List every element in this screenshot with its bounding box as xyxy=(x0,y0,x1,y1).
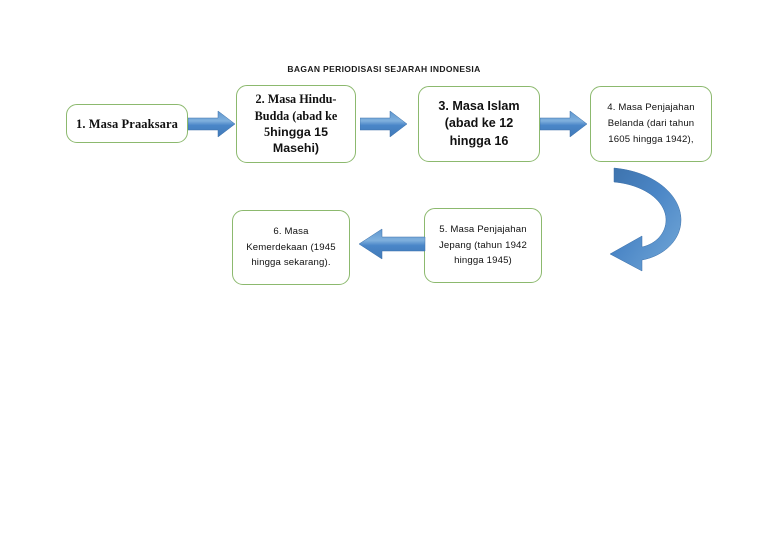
flow-node-2-label-sans-part: hingga 15 Masehi) xyxy=(270,124,328,156)
flow-node-5-masa-penjajahan-jepang[interactable]: 5. Masa Penjajahan Jepang (tahun 1942 hi… xyxy=(424,208,542,283)
flow-node-2-masa-hindu-budda[interactable]: 2. Masa Hindu- Budda (abad ke 5hingga 15… xyxy=(236,85,356,163)
flow-node-4-masa-penjajahan-belanda[interactable]: 4. Masa Penjajahan Belanda (dari tahun 1… xyxy=(590,86,712,162)
flow-node-3-masa-islam[interactable]: 3. Masa Islam (abad ke 12 hingga 16 xyxy=(418,86,540,162)
arrow-right-icon-node3-to-node4 xyxy=(540,108,588,140)
arrow-left-icon-node5-to-node6 xyxy=(356,228,426,260)
flow-node-2-label: 2. Masa Hindu- Budda (abad ke 5hingga 15… xyxy=(242,91,350,156)
page-title: BAGAN PERIODISASI SEJARAH INDONESIA xyxy=(287,64,481,74)
flow-node-1-masa-praaksara[interactable]: 1. Masa Praaksara xyxy=(66,104,188,143)
flow-node-6-masa-kemerdekaan[interactable]: 6. Masa Kemerdekaan (1945 hingga sekaran… xyxy=(232,210,350,285)
flow-node-2-label-serif-part: 2. Masa Hindu- Budda (abad ke 5 xyxy=(254,92,338,139)
flow-node-6-label: 6. Masa Kemerdekaan (1945 hingga sekaran… xyxy=(246,225,336,269)
flow-node-3-label: 3. Masa Islam (abad ke 12 hingga 16 xyxy=(438,99,520,148)
flow-node-1-label: 1. Masa Praaksara xyxy=(75,116,179,131)
arrow-right-icon-node2-to-node3 xyxy=(360,108,408,140)
flow-node-4-label: 4. Masa Penjajahan Belanda (dari tahun 1… xyxy=(607,102,695,145)
arrow-right-icon-node1-to-node2 xyxy=(188,108,236,140)
arrow-curved-icon-node4-to-node5 xyxy=(598,162,693,272)
flow-node-5-label: 5. Masa Penjajahan Jepang (tahun 1942 hi… xyxy=(438,223,528,267)
